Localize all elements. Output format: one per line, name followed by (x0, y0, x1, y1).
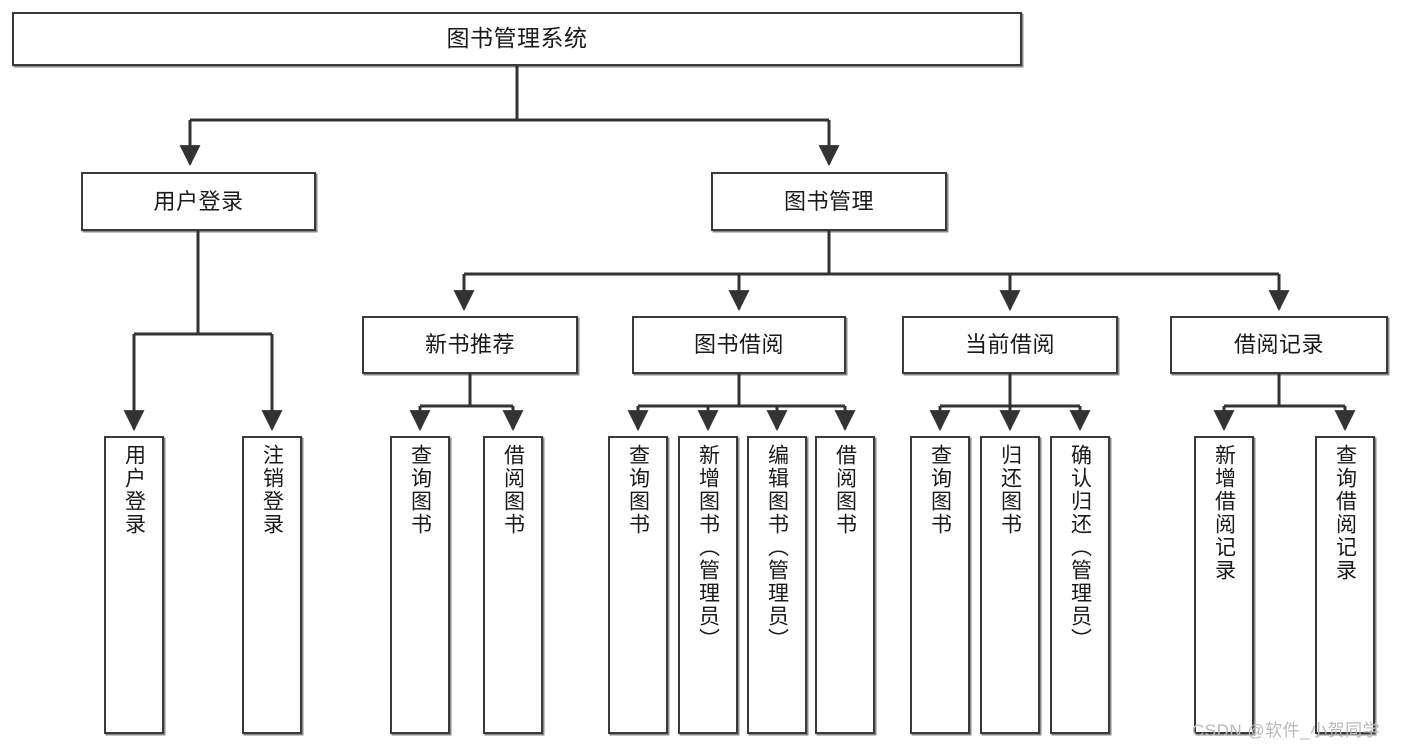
node-label: 确认归还（管理员） (1068, 444, 1092, 651)
leaf-query-borrow-record[interactable]: 查询借阅记录 (1315, 436, 1375, 734)
node-label: 图书借阅 (693, 332, 784, 358)
node-label: 归还图书 (998, 444, 1022, 536)
leaf-add-book-admin[interactable]: 新增图书（管理员） (678, 436, 738, 734)
leaf-return-book[interactable]: 归还图书 (980, 436, 1040, 734)
leaf-add-borrow-record[interactable]: 新增借阅记录 (1194, 436, 1254, 734)
node-label: 查询图书 (408, 444, 432, 536)
leaf-query-book-borrow[interactable]: 查询图书 (608, 436, 668, 734)
node-label: 借阅图书 (501, 444, 525, 536)
leaf-borrow-book[interactable]: 借阅图书 (815, 436, 875, 734)
node-label: 图书管理系统 (446, 25, 588, 52)
node-label: 查询借阅记录 (1333, 444, 1357, 582)
node-current-borrow[interactable]: 当前借阅 (902, 316, 1118, 374)
node-label: 新增借阅记录 (1212, 444, 1236, 582)
node-label: 新增图书（管理员） (696, 444, 720, 651)
leaf-borrow-book-recommend[interactable]: 借阅图书 (483, 436, 543, 734)
node-label: 借阅图书 (833, 444, 857, 536)
leaf-logout[interactable]: 注销登录 (242, 436, 302, 734)
node-label: 查询图书 (928, 444, 952, 536)
node-book-borrow[interactable]: 图书借阅 (632, 316, 846, 374)
node-label: 图书管理 (783, 188, 874, 214)
leaf-user-login[interactable]: 用户登录 (104, 436, 164, 734)
leaf-query-book-recommend[interactable]: 查询图书 (390, 436, 450, 734)
node-label: 用户登录 (122, 444, 146, 536)
node-label: 新书推荐 (424, 332, 515, 358)
node-label: 查询图书 (626, 444, 650, 536)
leaf-edit-book-admin[interactable]: 编辑图书（管理员） (747, 436, 807, 734)
node-label: 当前借阅 (964, 332, 1055, 358)
node-root-book-management-system[interactable]: 图书管理系统 (12, 12, 1022, 66)
node-new-book-recommend[interactable]: 新书推荐 (362, 316, 578, 374)
node-label: 编辑图书（管理员） (765, 444, 789, 651)
leaf-confirm-return-admin[interactable]: 确认归还（管理员） (1050, 436, 1110, 734)
node-label: 注销登录 (260, 444, 284, 536)
watermark: CSDN @软件_小贺同学 (1192, 721, 1381, 740)
node-label: 借阅记录 (1233, 332, 1324, 358)
node-book-management[interactable]: 图书管理 (711, 172, 947, 231)
leaf-query-book-current[interactable]: 查询图书 (910, 436, 970, 734)
node-label: 用户登录 (153, 188, 244, 214)
node-borrow-record[interactable]: 借阅记录 (1170, 316, 1388, 374)
node-user-login[interactable]: 用户登录 (81, 172, 316, 231)
